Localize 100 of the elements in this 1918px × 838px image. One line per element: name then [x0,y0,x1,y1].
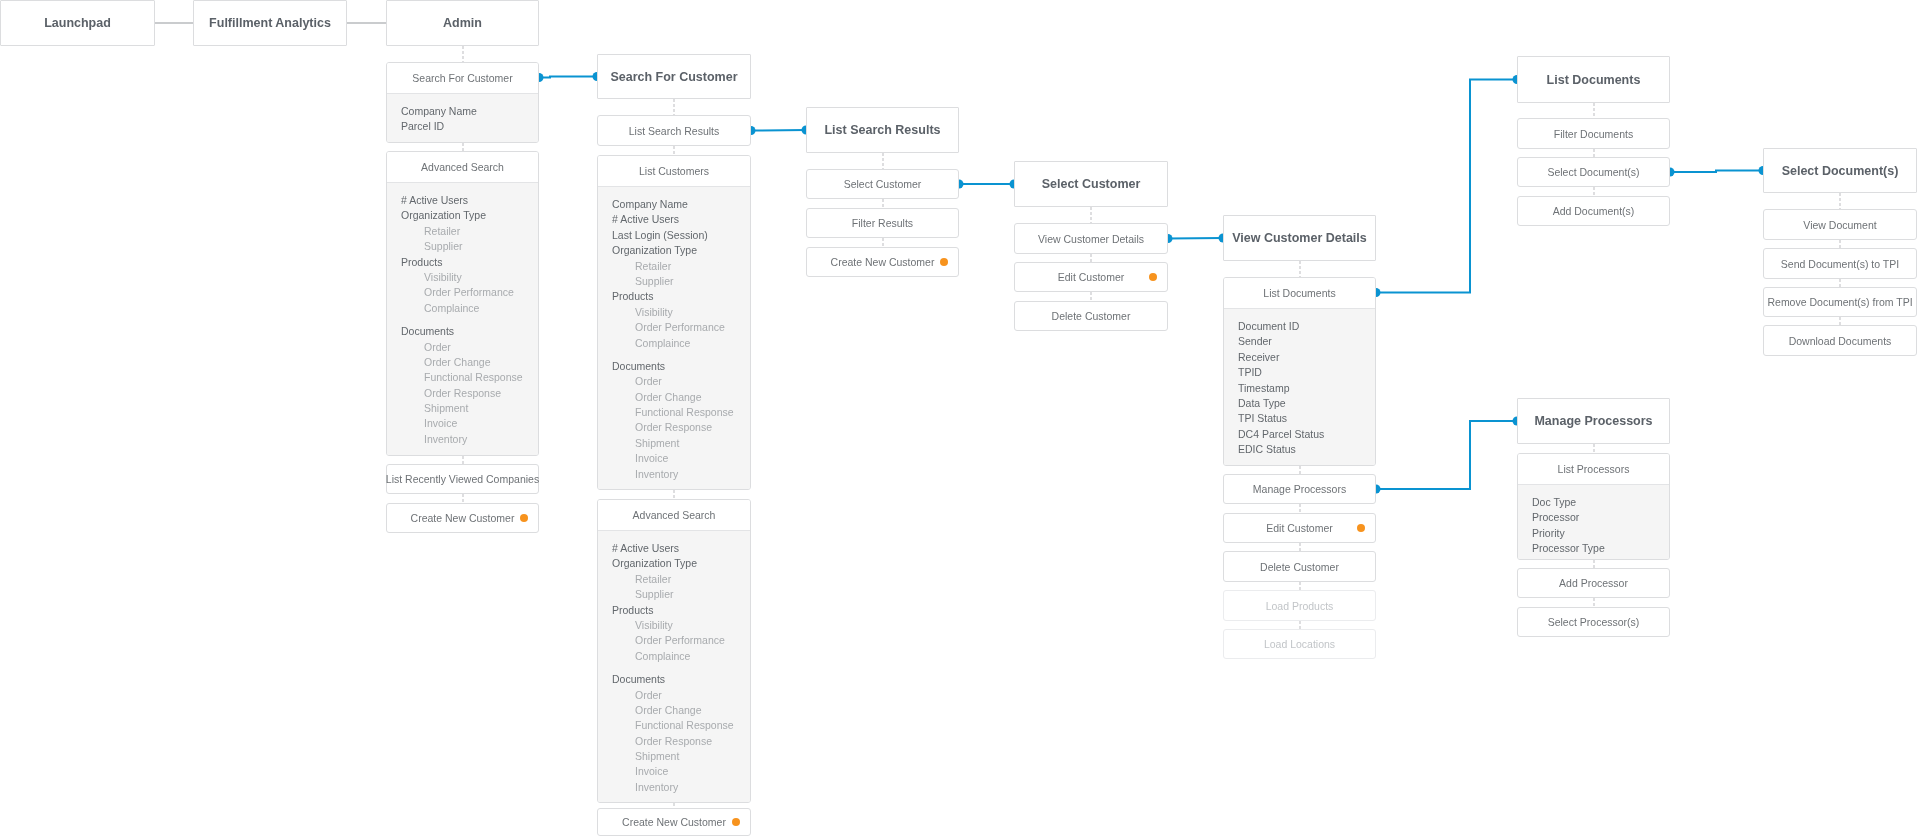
list-item: Visibility [634,617,674,633]
page-title-card [1763,148,1917,193]
list-item: Order [634,687,663,703]
page-label: Delete Customer [1260,560,1339,573]
page-label: Create New Customer [830,256,935,268]
list-item: Organization Type [611,243,699,259]
page-card [1223,629,1376,659]
page-title: Launchpad [44,16,111,30]
page-card [806,208,959,238]
list-item: Functional Response [634,718,735,734]
dashed-connector [1299,620,1301,630]
list-item: Products [611,602,655,618]
page-card [1517,568,1670,598]
page-label: Create New Customer [410,512,515,524]
dashed-connector [1839,239,1841,249]
page-title: List Documents [1546,72,1641,87]
page-label: Edit Customer [1057,271,1125,283]
dashed-connector [1299,581,1301,591]
page-card [1763,287,1917,317]
page-card [806,169,959,199]
list-item: DC4 Parcel Status [1237,426,1326,442]
list-card [1223,277,1376,466]
page-card [1763,325,1917,356]
page-title-card [1223,215,1376,261]
page-title: List Search Results [824,123,941,137]
page-title: Manage Processors [1534,414,1653,428]
list-item: Order Change [423,354,492,370]
page-card [597,115,751,146]
list-item: Receiver [1237,349,1281,365]
dashed-connector [1593,443,1595,454]
page-title-card [806,107,959,153]
list-item: Inventory [634,779,680,795]
page-title-card [597,54,751,99]
list-item: # Active Users [400,193,470,208]
list-item: Products [611,289,655,305]
connector-line [154,22,194,24]
dashed-connector [673,145,675,156]
list-item: Processor [1531,510,1581,526]
page-title: View Customer Details [1232,231,1367,245]
page-label: Select Document(s) [1547,166,1640,178]
page-card [1763,248,1917,279]
dashed-connector [1299,542,1301,552]
list-header: Advanced Search [598,500,750,531]
dashed-connector [1090,291,1092,302]
list-header: List Customers [598,156,750,187]
dashed-connector [462,142,464,152]
list-header: Search For Customer [387,63,538,94]
page-card [1517,157,1670,187]
page-label: Add Document(s) [1552,205,1635,217]
page-label: List Search Results [628,124,720,137]
list-item: Order Response [423,385,503,401]
page-card [597,808,751,836]
dashed-connector [1839,278,1841,288]
list-item: # Active Users [611,212,681,228]
page-label: View Customer Details [1038,232,1144,245]
list-item: Order Response [634,733,714,749]
list-item: Invoice [634,764,670,780]
list-item: Organization Type [611,556,699,572]
list-item: Order Performance [634,320,726,336]
list-item: Shipment [634,749,681,765]
page-label: View Document [1803,218,1877,231]
page-title-card [1517,56,1670,103]
dashed-connector [462,493,464,504]
list-item: Order Response [634,420,714,436]
page-card [1223,513,1376,543]
list-item: Data Type [1237,395,1287,411]
list-item: Inventory [423,431,469,447]
list-item: Invoice [634,451,670,467]
page-title: Admin [443,16,482,30]
list-item: Complaince [423,300,481,316]
dashed-connector [673,489,675,500]
page-card [386,464,539,494]
list-item: TPID [1237,365,1263,381]
list-item: Visibility [634,304,674,320]
page-label: Add Processor [1559,577,1628,589]
list-item: Order Performance [634,633,726,649]
list-item: TPI Status [1237,411,1289,427]
list-item: Company Name [611,197,689,212]
list-item: Supplier [634,587,675,603]
list-item: Processor Type [1531,541,1606,557]
page-title: Select Document(s) [1781,163,1899,178]
page-card [1517,118,1670,149]
page-card [806,247,959,277]
list-item: Retailer [634,258,673,274]
list-item: Parcel ID [400,119,446,135]
page-title-card [0,0,155,46]
list-item: Order Change [634,389,703,405]
list-item: Visibility [423,269,463,285]
list-item: Order [634,374,663,390]
list-item: Shipment [423,401,470,417]
page-label: Create New Customer [622,816,726,828]
dashed-connector [462,455,464,465]
dashed-connector [1593,186,1595,197]
list-item: Documents [611,358,667,374]
dashed-connector [882,198,884,209]
list-item: Documents [611,672,667,688]
list-item: Doc Type [1531,495,1578,510]
page-label: Select Customer [843,178,922,190]
dashed-connector [1299,503,1301,514]
list-item: Supplier [423,239,464,255]
